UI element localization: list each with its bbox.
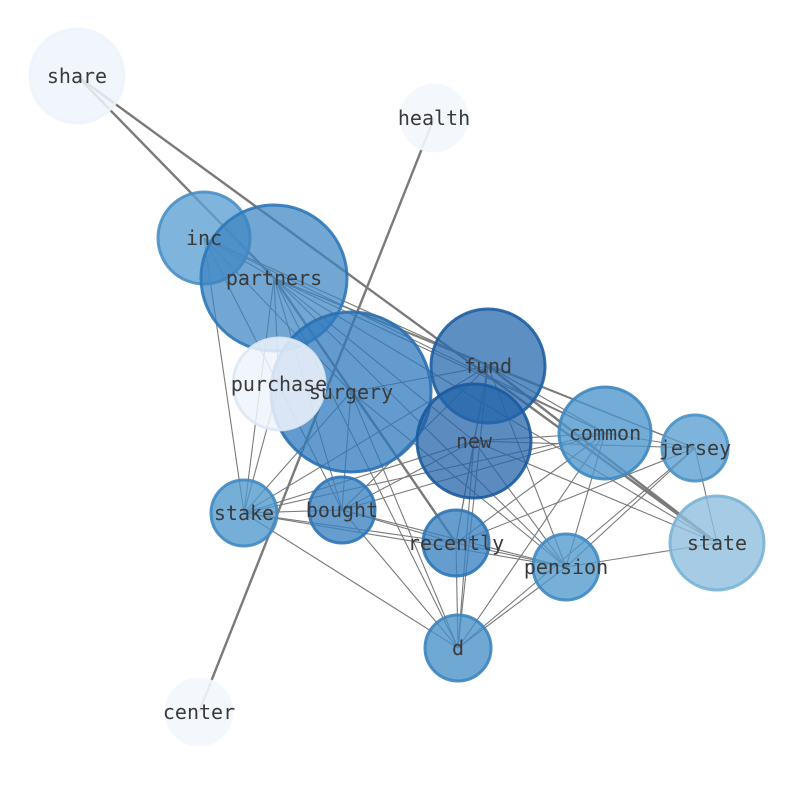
node-label-inc: inc: [186, 226, 222, 250]
node-stake[interactable]: [209, 478, 279, 548]
node-label-center: center: [163, 700, 235, 724]
node-label-common: common: [569, 421, 641, 445]
node-d[interactable]: [423, 613, 493, 683]
node-bought[interactable]: [307, 475, 377, 545]
edge-stake-pension: [243, 512, 567, 568]
node-label-health: health: [398, 106, 470, 130]
edge-stake-d: [243, 512, 459, 649]
nodes-layer: [28, 27, 766, 747]
edge-common-stake: [243, 432, 606, 514]
node-recently[interactable]: [421, 508, 491, 578]
node-label-share: share: [47, 64, 107, 88]
node-new[interactable]: [415, 382, 533, 500]
node-health[interactable]: [399, 83, 469, 153]
node-jersey[interactable]: [660, 413, 730, 483]
node-share[interactable]: [28, 27, 126, 125]
node-label-surgery: surgery: [309, 380, 393, 404]
node-label-new: new: [456, 429, 493, 453]
node-label-bought: bought: [306, 498, 378, 522]
node-purchase[interactable]: [231, 336, 327, 432]
node-label-purchase: purchase: [231, 372, 327, 396]
node-label-partners: partners: [226, 266, 322, 290]
node-common[interactable]: [557, 385, 653, 481]
node-label-jersey: jersey: [659, 436, 731, 460]
node-label-state: state: [687, 531, 747, 555]
node-label-recently: recently: [408, 531, 504, 555]
edge-jersey-recently: [455, 447, 696, 544]
node-pension[interactable]: [531, 532, 601, 602]
node-label-stake: stake: [214, 501, 274, 525]
node-label-pension: pension: [524, 555, 608, 579]
node-center[interactable]: [164, 677, 234, 747]
node-label-d: d: [452, 636, 464, 660]
node-state[interactable]: [668, 494, 766, 592]
node-label-fund: fund: [464, 354, 512, 378]
